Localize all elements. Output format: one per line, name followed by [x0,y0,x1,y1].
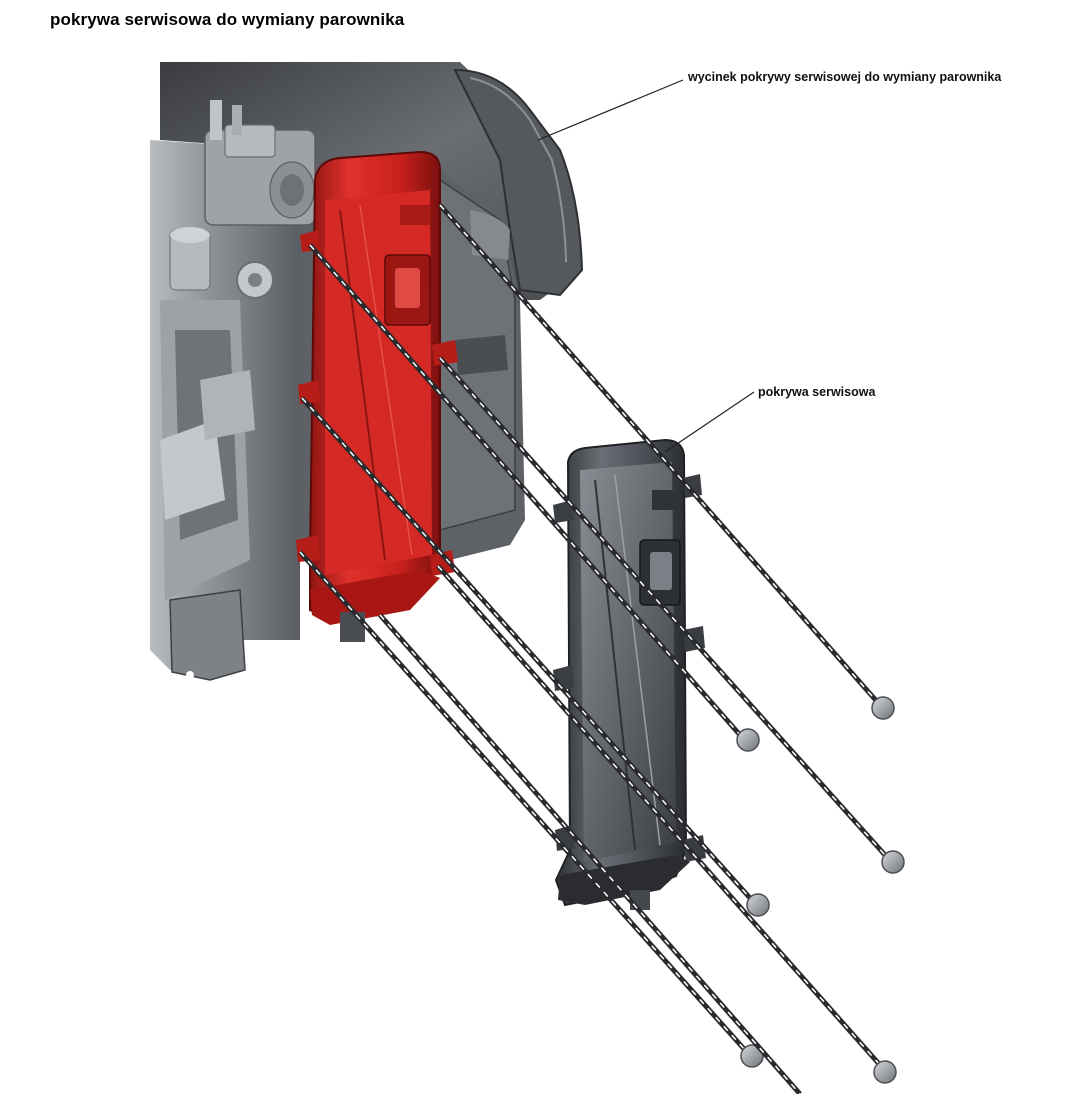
screw [436,564,897,1084]
screw [308,243,760,752]
screw [438,203,895,720]
screw [378,613,802,1094]
screw [300,396,770,917]
screws-group [298,203,905,1094]
page-title: pokrywa serwisowa do wymiany parownika [50,10,405,29]
screw [298,550,764,1068]
gear-mechanism [169,227,274,299]
callout-leader-service-cover [664,391,755,453]
callout-label-service-cover: pokrywa serwisowa [758,385,876,399]
callout-leader-cutout [537,79,684,141]
callout-label-cutout: wycinek pokrywy serwisowej do wymiany pa… [688,70,1002,84]
service-cover-cutout-red [296,150,458,642]
screw [438,356,905,874]
